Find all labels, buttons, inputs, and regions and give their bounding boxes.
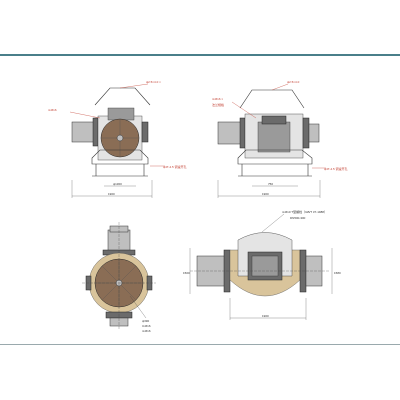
section-callout-2: DN500-300 bbox=[290, 216, 306, 220]
side-motor bbox=[257, 121, 291, 153]
side-dim-bottom: 1900 bbox=[262, 192, 269, 196]
section-dim-left: 1500 bbox=[183, 271, 190, 275]
section-dim-bottom: 1900 bbox=[262, 314, 269, 318]
sheet-bottom-border bbox=[0, 344, 400, 345]
side-view: ψ2.5×4.0 4-M16 × 法兰规格 ψ4T-4.5 调速开孔 750 1… bbox=[212, 80, 347, 198]
side-inlet-pipe bbox=[217, 121, 243, 145]
front-base-frame bbox=[91, 149, 149, 165]
front-inlet-pipe bbox=[71, 121, 97, 143]
sheet-top-border bbox=[0, 54, 400, 56]
side-hood-outline bbox=[239, 89, 305, 109]
section-motor-body bbox=[251, 255, 279, 277]
side-callout-left-1: 4-M16 × bbox=[212, 97, 223, 101]
front-callout-right: ψ4T-4.5 调速开孔 bbox=[163, 164, 186, 169]
section-dim-right: 1580 bbox=[334, 271, 341, 275]
front-callout-left: 4-M16 bbox=[48, 108, 57, 112]
section-view: 4-M10 T型螺栓（GB/T 37-1988） DN500-300 1500 … bbox=[183, 209, 341, 320]
side-dim-mid: 750 bbox=[268, 182, 273, 186]
side-outlet-flange bbox=[302, 117, 310, 149]
side-callout-right: ψ4T-4.5 调速开孔 bbox=[324, 166, 347, 171]
side-motor-cap bbox=[261, 115, 287, 125]
plan-callout-3: 4-M16 bbox=[142, 329, 151, 333]
front-dim-mid: ψ1300 bbox=[113, 182, 122, 186]
front-hood-outline bbox=[94, 87, 151, 106]
front-inlet-flange bbox=[92, 117, 99, 147]
front-view: ψ2.5×4.0 × 4-M16 ψ4T-4.5 调速开孔 ψ1300 1900 bbox=[48, 80, 186, 198]
side-callout-top: ψ2.5×4.0 bbox=[287, 80, 300, 84]
front-dim-bottom: 1900 bbox=[108, 192, 115, 196]
front-outlet-flange bbox=[141, 121, 149, 143]
front-hub bbox=[116, 134, 124, 142]
front-callout-top: ψ2.5×4.0 × bbox=[146, 80, 161, 84]
side-outlet-pipe bbox=[308, 123, 320, 143]
plan-callout-2: 3-M16 bbox=[142, 324, 151, 328]
front-motor bbox=[107, 107, 135, 121]
section-callout-1: 4-M10 T型螺栓（GB/T 37-1988） bbox=[282, 209, 327, 214]
side-callout-left-2: 法兰规格 bbox=[212, 102, 224, 107]
side-base-frame bbox=[237, 149, 313, 165]
plan-view: ψ390 3-M16 4-M16 bbox=[82, 222, 156, 333]
plan-callout-1: ψ390 bbox=[142, 319, 149, 323]
side-inlet-flange bbox=[239, 117, 246, 149]
